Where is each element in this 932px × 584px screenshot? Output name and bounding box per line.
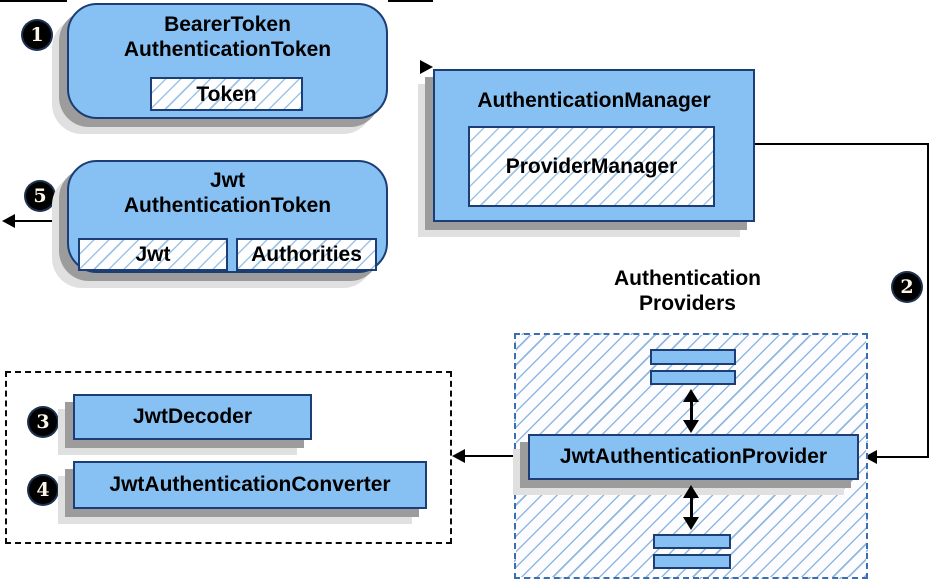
provider-placeholder-bar — [653, 554, 731, 569]
step-badge-5: 5 — [26, 182, 54, 210]
authentication-providers-container: JwtAuthenticationProvider — [514, 333, 868, 579]
node-authentication-manager: AuthenticationManager ProviderManager — [433, 69, 755, 222]
step-badge-3: 3 — [29, 408, 57, 436]
field-provider-manager: ProviderManager — [468, 126, 715, 207]
label-line: Providers — [639, 292, 736, 315]
label-line: Authentication — [614, 267, 761, 290]
step-badge-2: 2 — [893, 273, 921, 301]
double-arrow-down-icon — [682, 485, 700, 530]
node-jwt-decoder: JwtDecoder — [73, 394, 312, 440]
connector-response-out — [14, 220, 67, 222]
jwt-helpers-container — [5, 371, 452, 544]
field-token: Token — [150, 77, 303, 111]
provider-placeholder-bar — [653, 534, 731, 549]
connector-provider-to-decoder — [464, 455, 528, 457]
step-badge-4: 4 — [29, 476, 57, 504]
double-arrow-up-icon — [682, 389, 700, 433]
node-bearer-token-authentication-token: BearerToken AuthenticationToken Token — [67, 3, 388, 119]
node-title-line: AuthenticationToken — [123, 194, 332, 217]
field-authorities: Authorities — [236, 238, 377, 271]
step-badge-1: 1 — [23, 21, 51, 49]
arrowhead-down-icon — [683, 420, 699, 433]
node-jwt-authentication-converter: JwtAuthenticationConverter — [73, 461, 427, 509]
field-jwt: Jwt — [78, 238, 228, 271]
arrowhead-into-decoder-box-icon — [452, 449, 465, 463]
arrow-shaft — [689, 402, 693, 420]
arrowhead-up-icon — [683, 389, 699, 402]
connector-right-vertical — [927, 143, 929, 458]
connector-manager-to-jwt-token — [388, 0, 433, 2]
connector-manager-right — [755, 143, 929, 145]
node-jwt-authentication-token: Jwt AuthenticationToken Jwt Authorities — [67, 160, 388, 273]
provider-placeholder-bar — [650, 349, 736, 365]
node-title-line: Jwt — [209, 169, 245, 192]
provider-placeholder-bar — [650, 370, 736, 385]
connector-into-provider — [877, 456, 929, 458]
arrowhead-into-manager-icon — [420, 60, 433, 74]
connector-request-in — [0, 0, 67, 2]
arrowhead-response-out-icon — [2, 214, 15, 228]
arrowhead-up-icon — [683, 485, 699, 498]
node-title-line: AuthenticationToken — [123, 38, 332, 61]
arrowhead-down-icon — [683, 517, 699, 530]
node-title-line: AuthenticationManager — [477, 89, 711, 112]
arrow-shaft — [689, 498, 693, 517]
node-jwt-authentication-provider: JwtAuthenticationProvider — [528, 434, 859, 480]
node-title-line: BearerToken — [164, 13, 291, 36]
authentication-providers-label: Authentication Providers — [595, 266, 780, 316]
